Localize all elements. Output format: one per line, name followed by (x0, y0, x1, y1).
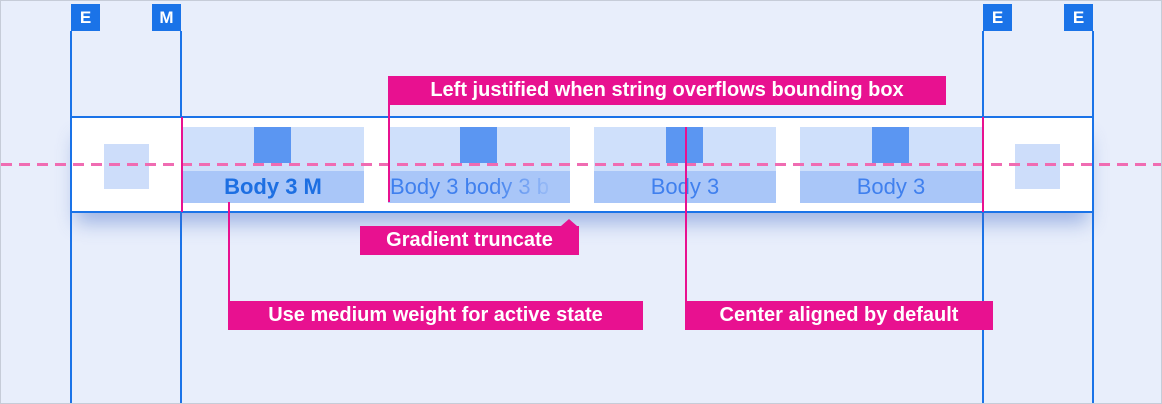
callout-left-justified: Left justified when string overflows bou… (388, 76, 946, 105)
content-edge-line-right (982, 117, 984, 212)
content-edge-line-left (181, 117, 183, 212)
margin-chip-e-right-inner: E (983, 4, 1012, 31)
center-dashed-guide-line (1, 163, 1161, 166)
margin-chip-m-left: M (152, 4, 181, 31)
tab-label-active: Body 3 M (182, 171, 364, 203)
callout-medium-weight: Use medium weight for active state (228, 301, 643, 330)
callout-center-aligned: Center aligned by default (685, 301, 993, 330)
tab-icon-placeholder (872, 127, 909, 163)
leader-line-medium-weight (228, 202, 230, 301)
tab-icon-placeholder (460, 127, 497, 163)
edge-spacer-square-left (104, 144, 149, 189)
gradient-truncate-fade (492, 171, 570, 203)
caret-up-icon (561, 219, 577, 226)
edge-spacer-square-right (1015, 144, 1060, 189)
guide-line-right-e-inner (982, 31, 984, 403)
guide-line-left-e (70, 31, 72, 403)
callout-gradient-truncate: Gradient truncate (360, 219, 579, 255)
leader-line-left-justified (388, 105, 390, 202)
tab-icon-placeholder (254, 127, 291, 163)
margin-chip-e-left: E (71, 4, 100, 31)
guide-line-right-e-outer (1092, 31, 1094, 403)
guide-line-left-m (180, 31, 182, 403)
tab-label-overflow: Body 3 body 3 b (388, 171, 570, 203)
tab-icon-placeholder (666, 127, 703, 163)
callout-gradient-truncate-text: Gradient truncate (386, 229, 553, 251)
leader-line-center-aligned (685, 127, 687, 301)
margin-chip-e-right-outer: E (1064, 4, 1093, 31)
tab-label-default: Body 3 (800, 171, 982, 203)
